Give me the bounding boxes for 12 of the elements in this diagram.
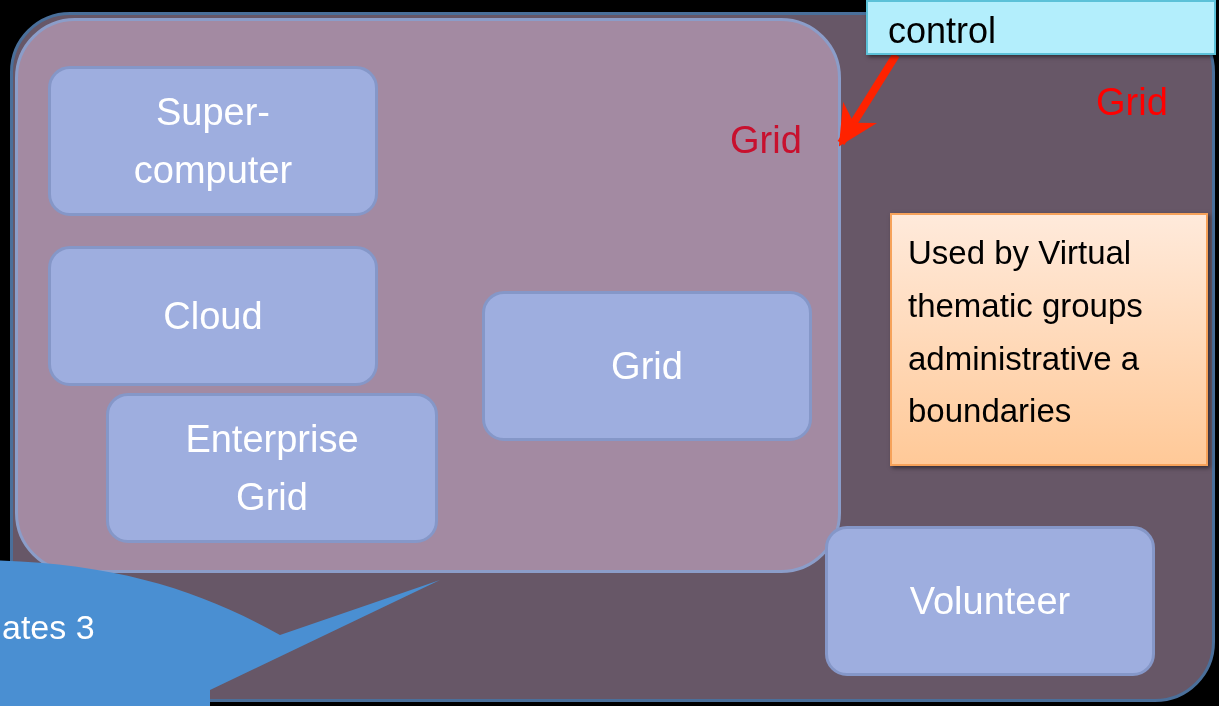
group-box [15,18,841,573]
group-title: Grid [1096,81,1168,124]
arrow [837,52,900,147]
process-box: Enterprise Grid [106,393,438,543]
group-title: Grid [730,119,802,162]
process-box: Super- computer [48,66,378,216]
process-box: Volunteer [825,526,1155,676]
note-box: Used by Virtual thematic groups administrative a boundaries [890,213,1208,466]
process-box: Grid [482,291,812,441]
process-box: Cloud [48,246,378,386]
note-box: control [866,0,1216,55]
callout-text: ates 3 [2,608,95,647]
